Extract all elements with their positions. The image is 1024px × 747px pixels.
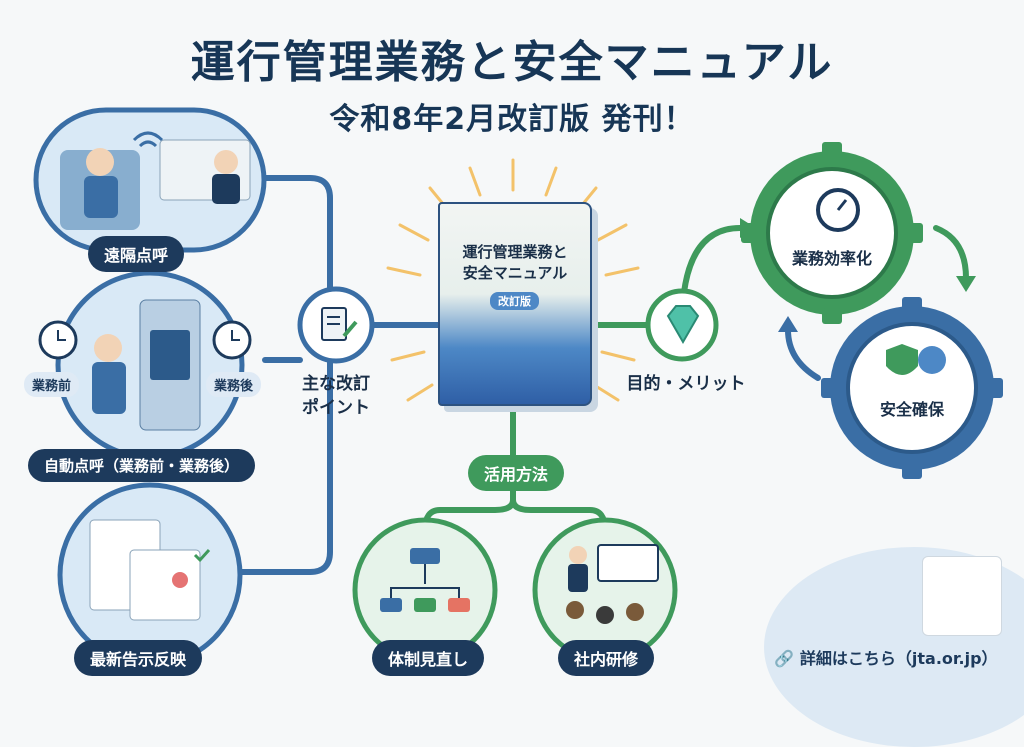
page-title: 運行管理業務と安全マニュアル (190, 37, 834, 88)
revision-points-line2: ポイント (302, 398, 370, 418)
label-before-work: 業務前 (24, 372, 80, 397)
diagram-canvas (33, 107, 1003, 668)
qr-code[interactable] (922, 556, 1002, 636)
scene-org-review (352, 517, 498, 663)
scene-auto-rollcall (38, 270, 252, 460)
details-link-text: 詳細はこちら（jta.or.jp） (799, 649, 998, 668)
label-remote-rollcall: 遠隔点呼 (88, 236, 185, 272)
label-after-work: 業務後 (206, 372, 262, 397)
label-org-review: 体制見直し (372, 640, 485, 676)
label-training: 社内研修 (558, 640, 655, 676)
gem-hub (645, 288, 719, 362)
scene-latest-notice (57, 482, 243, 668)
purpose-merit-label: 目的・メリット (626, 374, 746, 394)
gear-safety-label: 安全確保 (879, 400, 944, 419)
infographic: 運行管理業務と安全マニュアル 令和8年2月改訂版 発刊！ (24, 37, 1024, 747)
cycle-arrows (778, 225, 976, 381)
scene-remote-rollcall (33, 107, 267, 253)
page-subtitle: 令和8年2月改訂版 発刊！ (329, 102, 695, 137)
scene-training (532, 517, 678, 663)
book-title: 運行管理業務と 安全マニュアル (440, 242, 590, 284)
manual-book: 運行管理業務と 安全マニュアル 改訂版 (438, 202, 592, 406)
label-usage: 活用方法 (468, 455, 565, 491)
gear-safety (821, 297, 1003, 479)
revised-badge: 改訂版 (490, 292, 539, 310)
revision-points-line1: 主な改訂 (302, 374, 370, 394)
book-title-line2: 安全マニュアル (462, 264, 568, 282)
link-icon: 🔗 (774, 649, 794, 668)
revision-points-label: 主な改訂 ポイント (290, 372, 382, 420)
book-title-line1: 運行管理業務と (462, 243, 568, 261)
gear-efficiency (741, 142, 923, 324)
gear-efficiency-label: 業務効率化 (791, 249, 872, 268)
revision-points-hub (297, 286, 375, 364)
details-link[interactable]: 🔗 詳細はこちら（jta.or.jp） (774, 645, 998, 669)
left-connectors (237, 175, 443, 575)
label-auto-rollcall: 自動点呼（業務前・業務後） (28, 449, 256, 482)
label-latest-notice: 最新告示反映 (74, 640, 203, 676)
